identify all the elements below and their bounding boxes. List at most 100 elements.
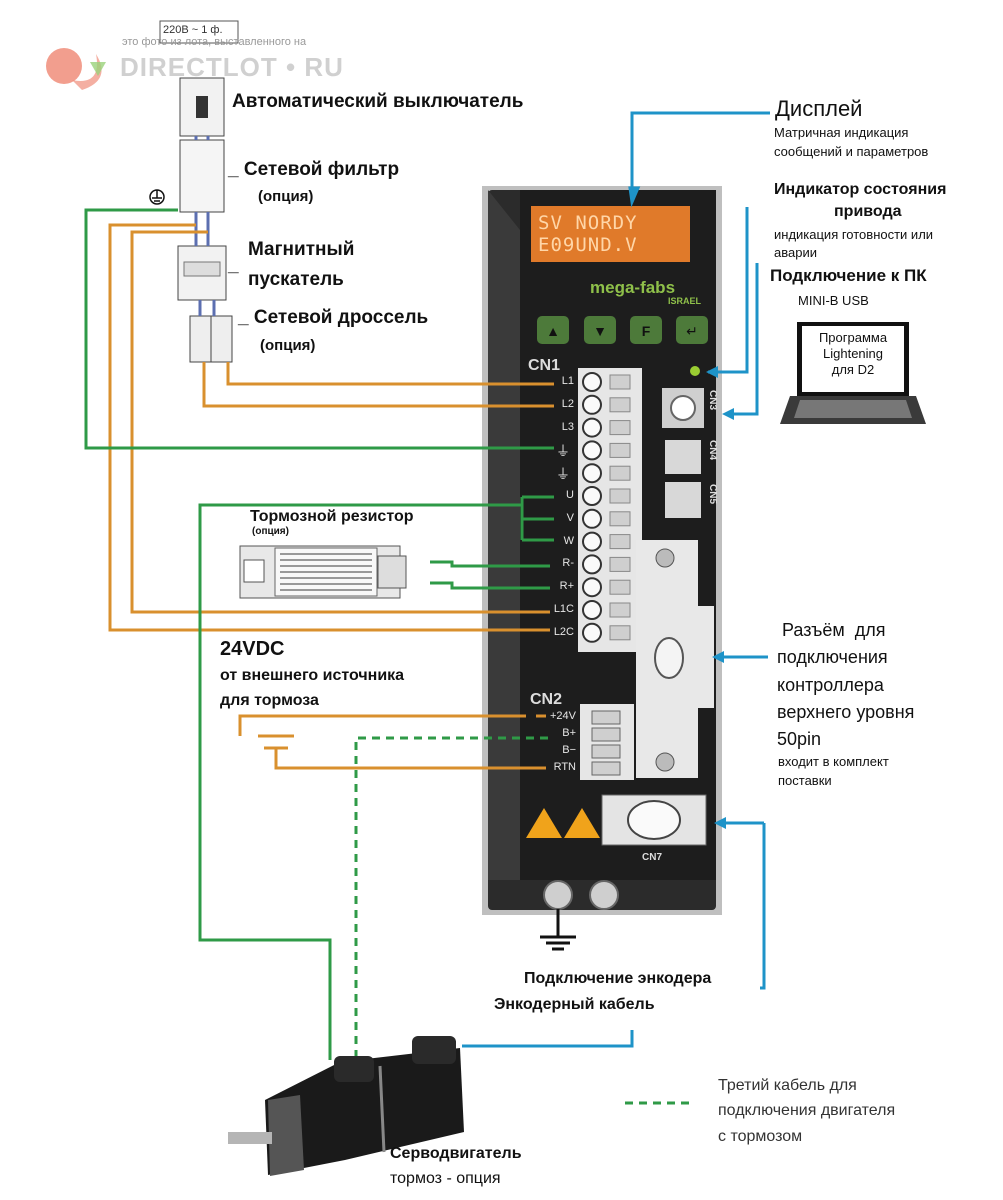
- cn3-label: CN3: [707, 390, 718, 411]
- breaker: [179, 77, 225, 137]
- cn2-slot: [591, 710, 621, 725]
- cn2-slot: [591, 744, 621, 759]
- cn1-screw: [582, 508, 602, 529]
- servo-drive: ▲ ▼ F ↵: [482, 186, 722, 951]
- cn2-slot: [591, 761, 621, 776]
- contactor-label-1: Магнитный: [248, 239, 355, 260]
- cn1-slot: [609, 556, 631, 572]
- lcd-display: [531, 206, 690, 262]
- cn1-screw: [582, 394, 602, 415]
- watermark-site: DIRECTLOT • RU: [120, 52, 344, 82]
- cn5-label: CN5: [707, 484, 718, 505]
- cn1-screw: [582, 600, 602, 620]
- cn1-terminal-label: R-: [562, 557, 574, 570]
- dc-sub-2: для тормоза: [220, 692, 319, 709]
- status-sub-1: индикация готовности или: [774, 227, 934, 242]
- cn2-label: CN2: [530, 691, 563, 708]
- display-sub-1: Матричная индикация: [774, 125, 909, 140]
- cn1-slot: [609, 420, 631, 436]
- cn1-terminal-label: R+: [559, 580, 574, 593]
- cn1-terminal-label: L2: [561, 397, 574, 410]
- laptop-line-2: Lightening: [823, 346, 883, 361]
- choke: [189, 315, 233, 363]
- supply-label: 220В ~ 1 ф.: [163, 24, 223, 36]
- filter-label: _ Сетевой фильтр: [228, 159, 400, 180]
- filter-title: Сетевой фильтр: [243, 159, 400, 180]
- cn2-slot: [591, 727, 621, 742]
- ground-terminal-icon: ⏚: [556, 443, 570, 460]
- hot-surface-warning: [526, 808, 562, 838]
- conn-line-1: Разъём для: [782, 620, 886, 640]
- cn1-terminal-label: L3: [561, 420, 574, 433]
- motor-label-2: тормоз - опция: [390, 1170, 501, 1187]
- dc-sub-1: от внешнего источника: [220, 667, 405, 684]
- lcd-line-1: SV NORDY: [538, 212, 638, 234]
- legend-line-1: Третий кабель для: [718, 1077, 857, 1094]
- status-sub-2: аварии: [774, 245, 817, 260]
- brake-resistor-option: (опция): [252, 526, 289, 537]
- laptop-screen-text: Программа Lightening для D2: [802, 330, 904, 378]
- status-title-1: Индикатор состояния: [774, 181, 947, 198]
- pc-title: Подключение к ПК: [770, 266, 927, 285]
- display-title: Дисплей: [775, 96, 863, 121]
- display-sub-2: сообщений и параметров: [774, 144, 929, 159]
- brand-sub: ISRAEL: [668, 296, 702, 306]
- cn1-screw: [582, 577, 602, 598]
- cn1-screw: [582, 531, 602, 552]
- conn-line-3: контроллера: [777, 675, 884, 695]
- cn4-label: CN4: [707, 440, 718, 461]
- cn1-terminal-label: L2C: [553, 625, 574, 638]
- cn1-slot: [609, 511, 631, 527]
- status-title-2: привода: [834, 203, 902, 220]
- laptop: [780, 322, 926, 424]
- encoder-label-1: Подключение энкодера: [524, 970, 712, 987]
- laptop-line-3: для D2: [831, 362, 875, 377]
- breaker-label: Автоматический выключатель: [232, 91, 524, 112]
- svg-text:▲: ▲: [546, 323, 560, 339]
- cn1-screw: [582, 622, 602, 643]
- cn1-screw: [582, 486, 602, 506]
- cn1-terminal-label: U: [566, 489, 574, 501]
- motor-label-1: Серводвигатель: [390, 1145, 522, 1162]
- conn-line-2: подключения: [777, 647, 888, 667]
- cn1-screw: [582, 440, 602, 461]
- cn1-terminal-label: W: [563, 534, 574, 547]
- cn2-terminal-label: B−: [562, 744, 576, 756]
- svg-text:F: F: [642, 323, 651, 339]
- conn-sub-2: поставки: [778, 773, 832, 788]
- brake-cable: [354, 736, 548, 1060]
- lcd-line-2: E09UND.V: [538, 234, 638, 256]
- status-led: [690, 366, 700, 376]
- conn-line-5: 50pin: [777, 729, 822, 749]
- conn-line-4: верхнего уровня: [777, 702, 915, 722]
- pc-sub: MINI-B USB: [798, 293, 869, 308]
- cn1-screw: [582, 463, 602, 484]
- cn2-terminal-label: B+: [562, 727, 576, 739]
- cn1-screw: [582, 554, 602, 575]
- contactor-dash: _: [228, 255, 239, 276]
- cn2-terminal-label: +24V: [550, 710, 576, 722]
- watermark-note: это фото из лота, выставленного на: [122, 36, 307, 48]
- cn1-terminal-label: L1: [561, 375, 574, 387]
- cn1-terminal-label: L1C: [553, 603, 574, 615]
- cn1-label: CN1: [528, 357, 561, 374]
- green-wires: [84, 208, 554, 1060]
- cn1-slot: [609, 465, 631, 481]
- cn1-slot: [609, 488, 631, 504]
- cn1-slot: [609, 442, 631, 458]
- cn1-screw: [582, 417, 602, 438]
- svg-text:↵: ↵: [686, 323, 698, 339]
- contactor: [177, 245, 227, 301]
- svg-text:▼: ▼: [593, 323, 607, 339]
- brake-resistor-label: Тормозной резистор: [250, 508, 414, 525]
- choke-label: _ Сетевой дроссель: [238, 307, 429, 328]
- choke-title: Сетевой дроссель: [253, 307, 429, 328]
- legend-line-3: с тормозом: [718, 1128, 803, 1145]
- laptop-line-1: Программа: [818, 330, 888, 345]
- choke-option: (опция): [260, 337, 316, 354]
- cn2-terminal-label: RTN: [553, 761, 576, 773]
- orange-wires: [108, 223, 554, 770]
- legend-line-2: подключения двигателя: [718, 1102, 896, 1119]
- cn1-terminal-label: V: [566, 511, 574, 524]
